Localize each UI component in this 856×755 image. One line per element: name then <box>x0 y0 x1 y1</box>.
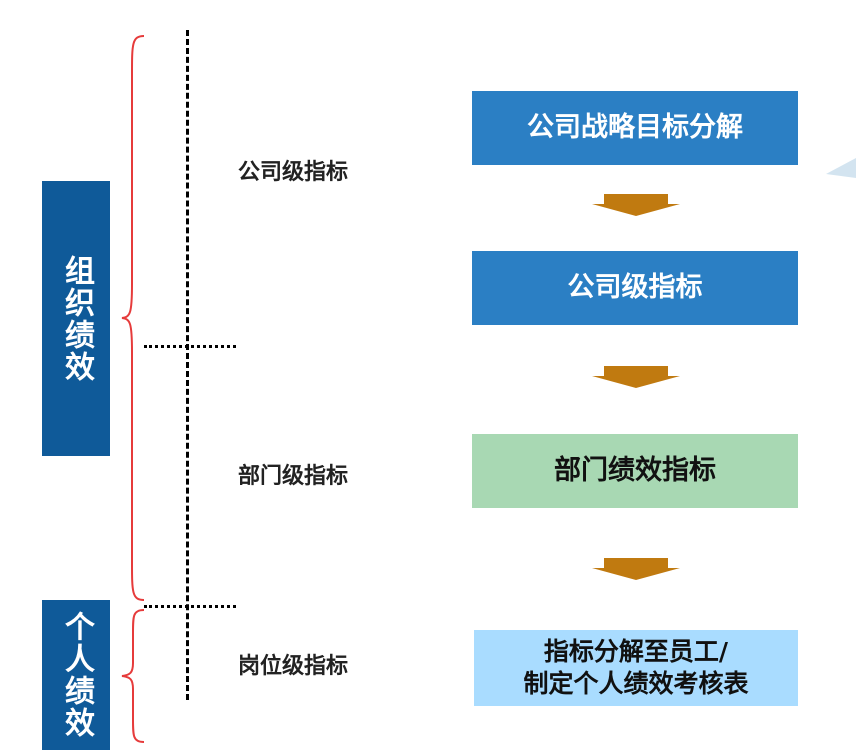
separator-org-dept <box>144 345 236 348</box>
vertical-divider <box>186 30 189 700</box>
org-brace <box>121 35 145 601</box>
employee-box-line1: 指标分解至员工/ <box>543 636 729 666</box>
employee-indicators-box: 指标分解至员工/ 制定个人绩效考核表 <box>474 630 798 706</box>
department-level-label: 部门级指标 <box>238 464 349 489</box>
personal-brace <box>121 609 145 743</box>
strategy-box-text: 公司战略目标分解 <box>527 112 743 144</box>
department-indicators-box: 部门绩效指标 <box>472 434 798 508</box>
company-indicators-box: 公司级指标 <box>472 251 798 325</box>
personal-performance-label: 个人绩效 <box>42 600 110 750</box>
separator-dept-personal <box>144 605 236 608</box>
decorative-corner-shape <box>826 158 856 178</box>
strategy-box: 公司战略目标分解 <box>472 91 798 165</box>
arrow-down-icon <box>592 366 680 388</box>
company-level-label: 公司级指标 <box>238 160 349 185</box>
arrow-down-icon <box>592 194 680 216</box>
arrow-down-icon <box>592 558 680 580</box>
employee-box-line2: 制定个人绩效考核表 <box>523 669 749 698</box>
company-indicators-text: 公司级指标 <box>567 272 703 304</box>
org-performance-label: 组织绩效 <box>42 181 110 456</box>
position-level-label: 岗位级指标 <box>238 654 349 679</box>
department-indicators-text: 部门绩效指标 <box>554 455 716 487</box>
